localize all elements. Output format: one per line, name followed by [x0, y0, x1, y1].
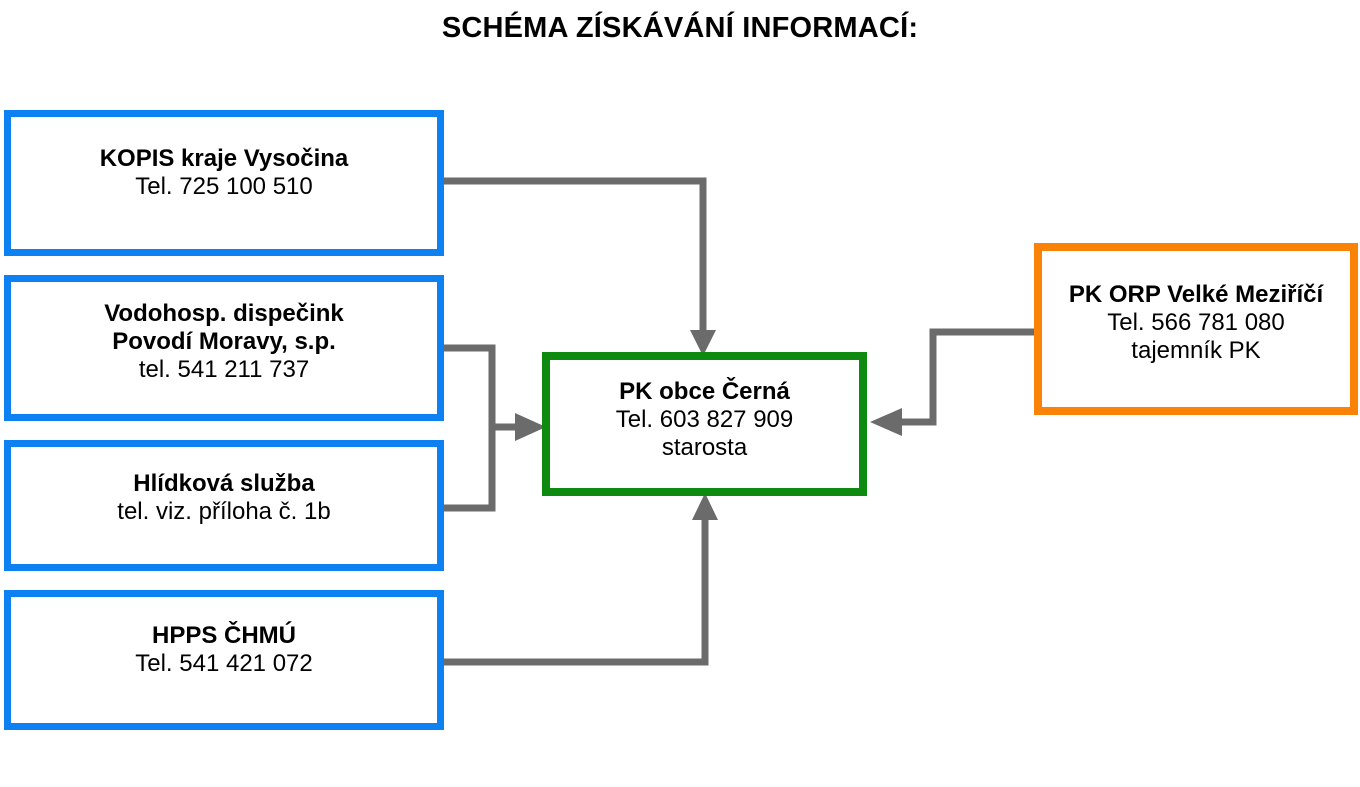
node-kopis-phone: Tel. 725 100 510: [135, 173, 313, 200]
node-hpps[interactable]: HPPS ČHMÚ Tel. 541 421 072: [4, 590, 444, 730]
node-vodohosp[interactable]: Vodohosp. dispečink Povodí Moravy, s.p. …: [4, 275, 444, 421]
connector-kopis-to-pk-obce: [444, 177, 716, 356]
node-pk-obce[interactable]: PK obce Černá Tel. 603 827 909 starosta: [542, 352, 867, 496]
connector-merge-arrow: [492, 413, 546, 441]
node-pk-orp-phone: Tel. 566 781 080: [1107, 309, 1285, 337]
node-hlidkova-phone: tel. viz. příloha č. 1b: [117, 497, 331, 525]
node-pk-obce-phone: Tel. 603 827 909: [615, 406, 794, 434]
node-pk-orp-name: PK ORP Velké Meziříčí: [1068, 281, 1324, 309]
node-pk-orp[interactable]: PK ORP Velké Meziříčí Tel. 566 781 080 t…: [1034, 243, 1358, 415]
page-title: SCHÉMA ZÍSKÁVÁNÍ INFORMACÍ:: [441, 12, 919, 44]
connector-hpps-to-pk-obce: [444, 493, 718, 666]
node-pk-obce-name: PK obce Černá: [619, 378, 790, 406]
node-hpps-phone: Tel. 541 421 072: [135, 650, 313, 677]
node-hpps-name: HPPS ČHMÚ: [151, 622, 296, 650]
node-kopis-name: KOPIS kraje Vysočina: [99, 145, 349, 173]
node-kopis[interactable]: KOPIS kraje Vysočina Tel. 725 100 510: [4, 110, 444, 256]
node-hlidkova[interactable]: Hlídková služba tel. viz. příloha č. 1b: [4, 440, 444, 571]
connector-pk-orp-to-pk-obce: [870, 328, 1034, 436]
node-hlidkova-name: Hlídková služba: [133, 469, 315, 497]
node-pk-obce-role: starosta: [661, 433, 748, 461]
node-pk-orp-role: tajemník PK: [1131, 336, 1261, 364]
node-vodohosp-phone: tel. 541 211 737: [138, 355, 310, 383]
node-vodohosp-name-line1: Vodohosp. dispečink: [104, 300, 344, 328]
connector-vodohosp-to-pk-obce: [444, 344, 496, 427]
connector-hlidkova-to-pk-obce: [444, 427, 496, 512]
node-vodohosp-name-line2: Povodí Moravy, s.p.: [112, 328, 336, 356]
